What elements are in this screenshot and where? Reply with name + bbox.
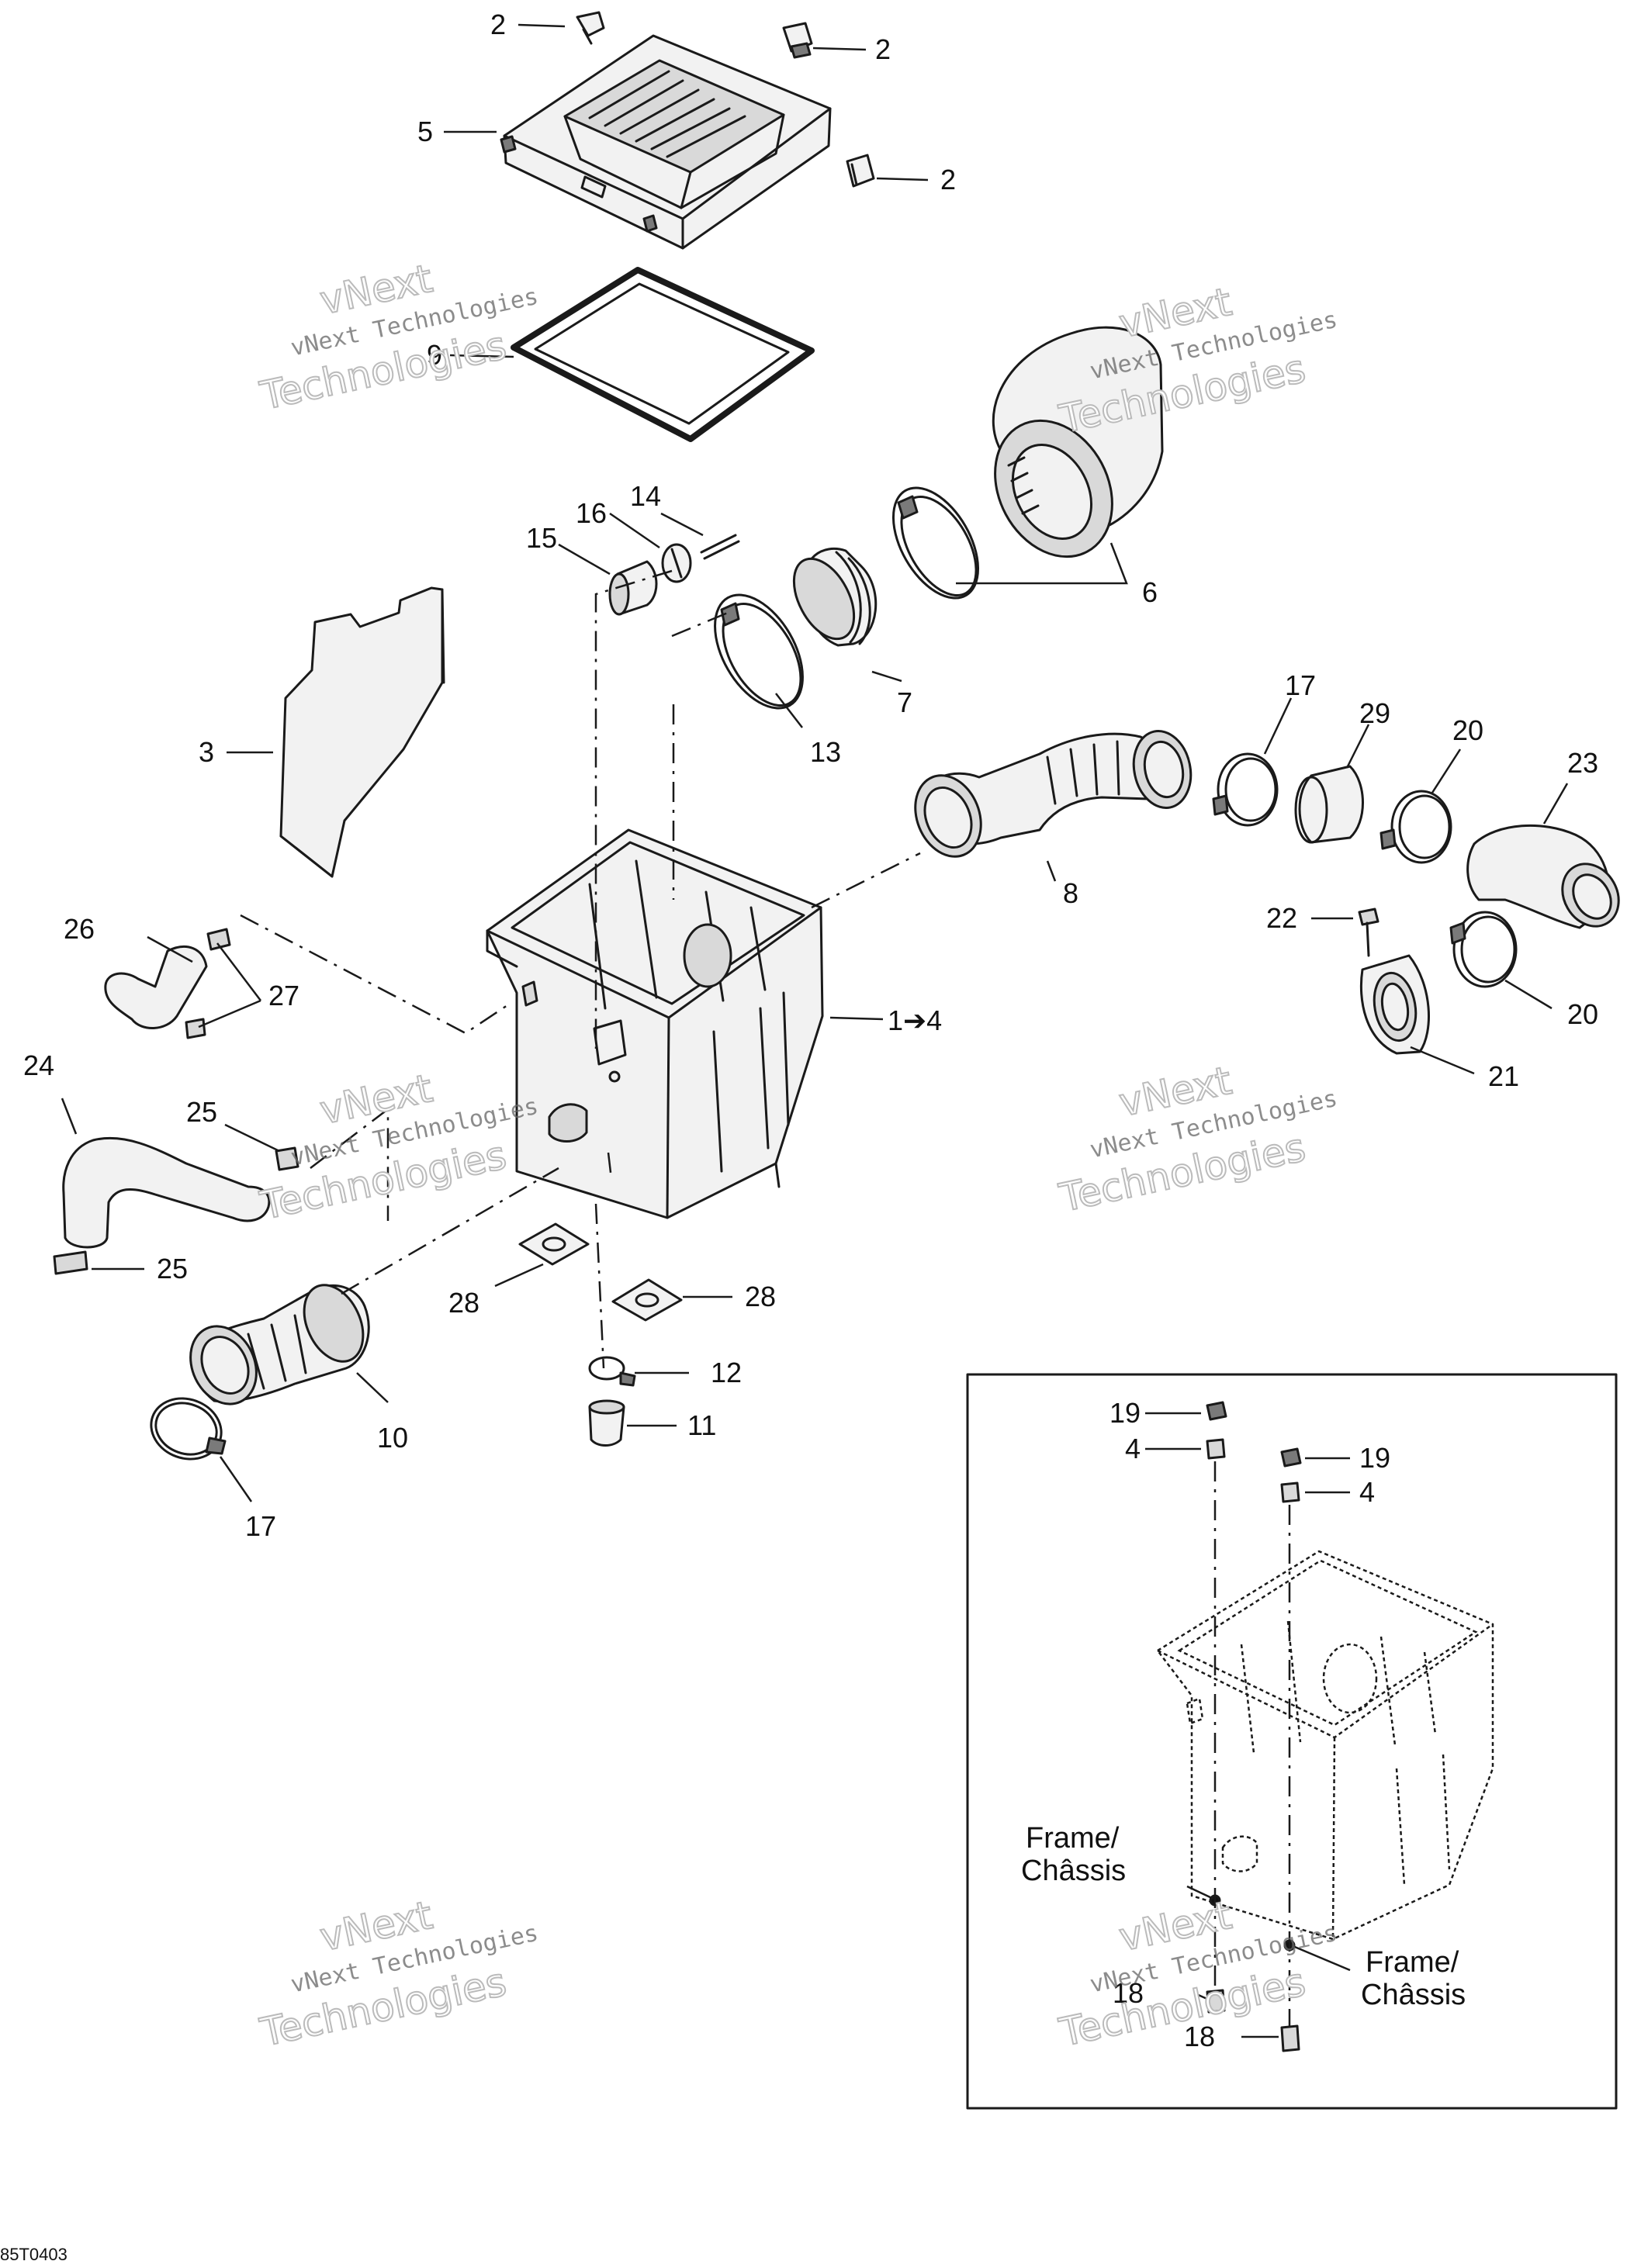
part-lid-5 — [500, 34, 832, 250]
part-clamp-13 — [714, 593, 804, 710]
callout-10: 10 — [377, 1422, 408, 1454]
part-clamp-20-bottom — [1449, 911, 1518, 988]
dash-dot-axes — [240, 569, 921, 1369]
callout-25-bottom: 25 — [157, 1253, 188, 1284]
callout-22: 22 — [1266, 902, 1297, 934]
part-gasket-28-right — [611, 1278, 683, 1322]
part-clip-12 — [588, 1356, 636, 1387]
callout-4-right: 4 — [1359, 1476, 1375, 1508]
frame-note-right-line2: Châssis — [1361, 1979, 1466, 2011]
callout-12: 12 — [711, 1357, 742, 1388]
callout-13: 13 — [810, 736, 841, 768]
callout-labels: 2 2 2 5 9 6 14 16 15 7 13 3 17 29 20 23 … — [23, 9, 1598, 2052]
frame-note-right-line1: Frame/ — [1366, 1946, 1459, 1979]
part-sleeve-29 — [1294, 765, 1364, 844]
part-clamp-20-top — [1379, 790, 1452, 864]
callout-2-right: 2 — [875, 33, 891, 65]
frame-note-left-line2: Châssis — [1021, 1855, 1126, 1887]
inset-frame — [966, 1373, 1618, 2110]
part-cap-16 — [661, 543, 692, 583]
callout-19-left: 19 — [1109, 1397, 1141, 1429]
part-coupler-7 — [792, 547, 878, 647]
part-flange-21 — [1359, 954, 1431, 1055]
figure-code: 85T0403 — [0, 2245, 68, 2264]
frame-note-left-line1: Frame/ — [1026, 1822, 1120, 1855]
inset-fasteners — [1206, 1401, 1302, 2052]
callout-20-bottom: 20 — [1567, 998, 1598, 1030]
callout-28-left: 28 — [448, 1287, 479, 1319]
part-air-filter-6 — [992, 326, 1164, 558]
callout-6: 6 — [1142, 576, 1158, 608]
callout-19-right: 19 — [1359, 1442, 1390, 1474]
part-clamp-6 — [891, 486, 980, 600]
part-hose-24 — [53, 1136, 299, 1275]
callout-9: 9 — [427, 339, 442, 371]
callout-18-right: 18 — [1184, 2021, 1215, 2052]
watermark-6: vNext vNext Technologies Technologies — [1054, 1892, 1340, 2056]
callout-2-mid: 2 — [940, 164, 956, 195]
callout-5: 5 — [417, 116, 433, 147]
callout-3: 3 — [199, 736, 214, 768]
part-bolt-22 — [1358, 908, 1379, 957]
watermark-5: vNext vNext Technologies Technologies — [255, 1892, 541, 2056]
callout-17-right: 17 — [1285, 669, 1316, 701]
leader-lines — [61, 23, 1569, 1502]
part-clamp-17-left — [150, 1397, 227, 1461]
frame-notes: Frame/ Châssis Frame/ Châssis — [1021, 1822, 1466, 2011]
inset-airbox-outline — [1156, 1550, 1494, 1941]
callout-8: 8 — [1063, 877, 1078, 909]
callout-20-top: 20 — [1452, 714, 1483, 746]
part-boot-8 — [914, 730, 1193, 858]
part-clip-2-top — [576, 11, 605, 45]
watermark-4: vNext vNext Technologies Technologies — [1054, 1057, 1340, 1222]
callout-25-top: 25 — [186, 1096, 217, 1128]
callout-21: 21 — [1488, 1060, 1519, 1092]
part-plug-15 — [608, 560, 658, 616]
part-clip-2-mid — [846, 154, 875, 188]
callout-4-left: 4 — [1125, 1433, 1141, 1464]
part-elbow-23 — [1466, 824, 1620, 929]
callout-28-right: 28 — [745, 1281, 776, 1312]
watermark-1: vNext vNext Technologies Technologies — [255, 255, 541, 420]
part-airbox-1-4 — [486, 828, 824, 1219]
callout-2-top: 2 — [490, 9, 506, 40]
callout-11: 11 — [687, 1409, 716, 1441]
part-filter-gasket-9 — [511, 267, 815, 442]
callout-7: 7 — [897, 686, 912, 718]
inset-leaders — [1145, 1412, 1351, 2038]
callout-23: 23 — [1567, 747, 1598, 779]
part-gasket-28-left — [518, 1222, 590, 1266]
watermark-3: vNext vNext Technologies Technologies — [255, 1065, 541, 1229]
part-clamp-17-right — [1212, 752, 1279, 827]
part-pin-14 — [700, 534, 740, 560]
callout-26: 26 — [64, 913, 95, 945]
callout-18-left: 18 — [1113, 1977, 1144, 2009]
part-valve-11 — [588, 1399, 625, 1447]
inset-axes — [1213, 1461, 1291, 2026]
part-shield-3 — [279, 586, 445, 878]
callout-16: 16 — [576, 497, 607, 529]
callout-29: 29 — [1359, 697, 1390, 729]
callout-17-left: 17 — [245, 1510, 276, 1542]
callout-1-to-4: 1➔4 — [888, 1004, 942, 1036]
part-duct-10 — [189, 1284, 370, 1405]
callout-27: 27 — [268, 980, 299, 1011]
callout-14: 14 — [630, 480, 661, 512]
part-hose-26 — [104, 928, 231, 1039]
callout-24: 24 — [23, 1049, 54, 1081]
part-clip-2-right — [782, 22, 813, 59]
callout-15: 15 — [526, 522, 557, 554]
